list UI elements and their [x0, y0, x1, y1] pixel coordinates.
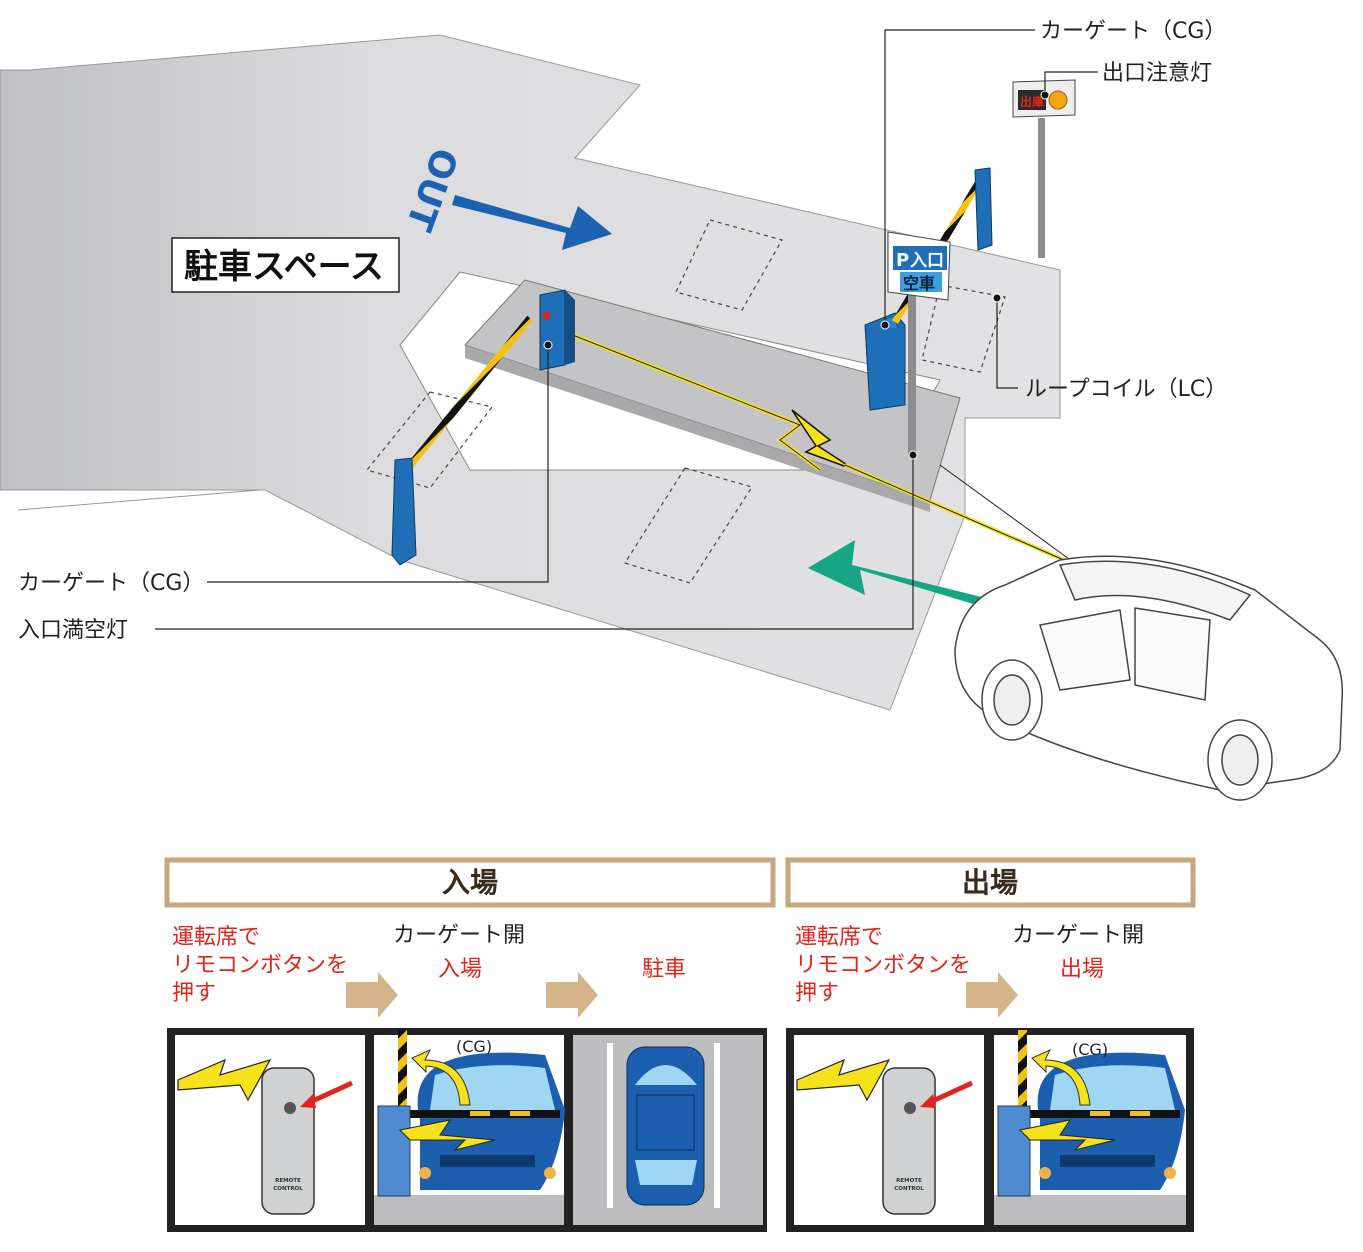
exit-step1-line1: 運転席で — [795, 925, 883, 950]
exit-light-text: 出庫 — [1020, 94, 1044, 109]
entry-step-arrow-1 — [346, 972, 398, 1018]
car-illustration — [955, 556, 1342, 800]
exit-cg-label: (CG) — [1072, 1040, 1108, 1059]
exit-warning-light: 出庫 — [1013, 80, 1075, 258]
parking-space-label: 駐車スペース — [184, 247, 384, 287]
entry-remote-label-2: CONTROL — [273, 1186, 303, 1192]
entry-step3-sub: 駐車 — [642, 957, 686, 982]
exit-remote-label-1: REMOTE — [896, 1178, 922, 1184]
callout-car-gate-right: カーゲート（CG） — [1040, 19, 1226, 44]
entry-step-arrow-2 — [546, 972, 598, 1018]
callout-entry-vacancy-light: 入口満空灯 — [18, 618, 128, 643]
exit-section: 出場 運転席で リモコンボタンを 押す カーゲート開 出場 REMOTE CON… — [786, 860, 1194, 1232]
entry-section: 入場 運転席で リモコンボタンを 押す カーゲート開 入場 駐車 REMOTE … — [167, 860, 773, 1232]
exit-step2-sub: 出場 — [1060, 957, 1104, 982]
entry-sign-vacancy: 空車 — [903, 274, 935, 293]
exit-step1-line3: 押す — [795, 981, 839, 1006]
entry-step2-sub: 入場 — [438, 957, 482, 982]
callout-exit-warning-light: 出口注意灯 — [1102, 61, 1212, 86]
callout-car-gate-left: カーゲート（CG） — [18, 571, 204, 596]
entry-step1-line2: リモコンボタンを — [172, 953, 348, 978]
entry-step1-line3: 押す — [172, 981, 216, 1006]
callout-loop-coil: ループコイル（LC） — [1025, 377, 1227, 402]
entry-cg-label: (CG) — [456, 1037, 492, 1056]
parking-space-label-box: 駐車スペース — [172, 238, 399, 292]
exit-step-arrow-1 — [966, 972, 1018, 1018]
entry-step2-title: カーゲート開 — [393, 923, 525, 948]
entry-sign-p: P — [896, 250, 909, 271]
exit-step1-line2: リモコンボタンを — [795, 953, 971, 978]
entry-sign-entry: 入口 — [910, 251, 944, 271]
exit-step2-title: カーゲート開 — [1012, 923, 1144, 948]
exit-remote-label-2: CONTROL — [894, 1186, 924, 1192]
entry-header: 入場 — [442, 866, 498, 899]
entry-step1-line1: 運転席で — [172, 925, 260, 950]
exit-header: 出場 — [962, 866, 1018, 899]
entry-remote-label-1: REMOTE — [275, 1178, 301, 1184]
